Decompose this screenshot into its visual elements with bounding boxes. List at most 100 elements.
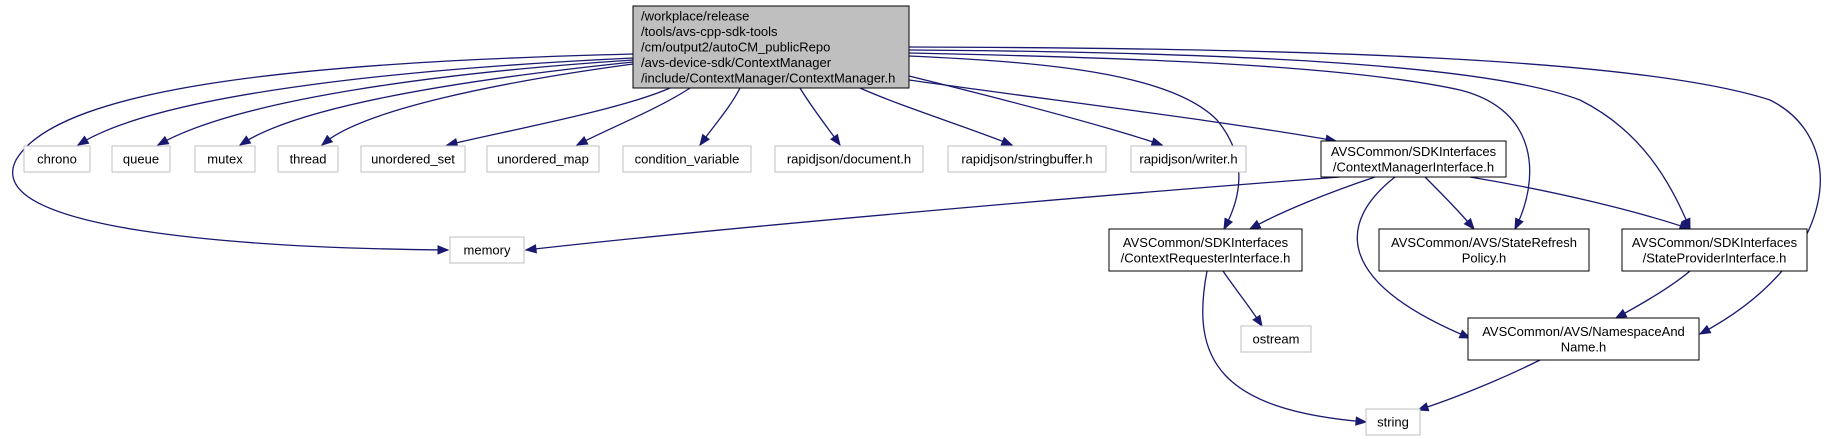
node-label: /tools/avs-cpp-sdk-tools [641,24,778,39]
node-label: string [1377,415,1409,430]
edge-arrowhead [1698,324,1712,335]
edge-context_requester_interface-string [1202,270,1368,426]
edge-line [859,87,1013,146]
node-unordered-map: unordered_map [486,145,600,173]
node-chrono: chrono [23,145,91,173]
edge-root-unordered_map [575,87,691,146]
node-box [1378,228,1590,272]
edge-line [1615,270,1691,319]
node-label: /ContextRequesterInterface.h [1121,250,1291,265]
node-box [486,145,600,173]
edge-line [908,52,1531,230]
edge-arrowhead [575,136,589,146]
node-box [947,145,1107,173]
edge-arrowhead [1223,217,1234,231]
edge-arrowhead [1150,137,1164,147]
node-unordered-set: unordered_set [360,145,466,173]
node-box [1467,317,1700,361]
node-label: /include/ContextManager/ContextManager.h [641,71,895,86]
edge-line [1249,176,1376,230]
edge-arrowhead [1514,217,1524,231]
edge-root-context_manager_interface [908,79,1338,144]
edge-root-rapidjson_stringbuffer [859,87,1014,146]
edge-arrowhead [1252,314,1263,328]
edge-context_manager_interface-memory [524,176,1341,254]
edge-line [908,75,1163,146]
node-rapidjson-stringbuffer: rapidjson/stringbuffer.h [947,145,1107,173]
edge-root-namespace_and_name [908,46,1821,335]
node-label: rapidjson/writer.h [1139,152,1237,167]
node-box [449,236,525,264]
node-box [1130,145,1247,173]
edge-state_provider_interface-namespace_and_name [1614,270,1691,319]
node-label: condition_variable [635,152,740,167]
node-ostream: ostream [1240,325,1312,353]
node-condition-variable: condition_variable [622,145,752,173]
node-label: /avs-device-sdk/ContextManager [641,55,832,70]
edge-line [908,55,1240,230]
edge-line [1417,359,1541,411]
edge-line [576,87,691,146]
edge-line [1424,176,1475,230]
node-box [774,145,924,173]
node-mutex: mutex [194,145,256,173]
node-label: Name.h [1561,339,1607,354]
node-box [1320,140,1507,178]
edge-arrowhead [156,135,170,146]
edge-arrowhead [1355,416,1368,426]
edge-line [908,46,1821,335]
node-label: AVSCommon/SDKInterfaces [1123,235,1289,250]
edge-arrowhead [1000,136,1014,146]
node-rapidjson-writer: rapidjson/writer.h [1130,145,1247,173]
node-box [111,145,171,173]
edge-arrowhead [699,133,711,147]
node-state-provider-interface[interactable]: AVSCommon/SDKInterfaces/StateProviderInt… [1621,228,1808,272]
edge-line [908,49,1691,230]
node-memory: memory [449,236,525,264]
node-label: AVSCommon/AVS/NamespaceAnd [1482,324,1685,339]
node-box [23,145,91,173]
edge-line [446,87,671,146]
node-root[interactable]: /workplace/release/tools/avs-cpp-sdk-too… [632,5,910,89]
node-label: rapidjson/document.h [787,152,911,167]
node-label: Policy.h [1462,250,1507,265]
edge-arrowhead [1458,329,1472,339]
node-rapidjson-document: rapidjson/document.h [774,145,924,173]
node-queue: queue [111,145,171,173]
node-box [360,145,466,173]
edge-root-condition_variable [699,87,741,147]
node-box [1621,228,1808,272]
edge-line [239,61,634,146]
node-label: thread [290,152,327,167]
edge-root-chrono [76,57,634,146]
node-box [194,145,256,173]
edge-line [1356,176,1471,339]
edge-arrowhead [437,245,450,255]
edge-root-context_requester_interface [908,55,1240,231]
node-label: /cm/output2/autoCM_publicRepo [641,40,830,55]
node-label: /StateProviderInterface.h [1643,250,1787,265]
node-label: mutex [207,152,243,167]
node-label: queue [123,152,159,167]
edge-line [1202,270,1367,423]
node-label: AVSCommon/SDKInterfaces [1331,144,1497,159]
edge-root-memory [12,53,634,255]
node-box [1108,228,1303,272]
node-thread: thread [277,145,339,173]
node-label: chrono [37,152,77,167]
node-box [1365,408,1421,436]
edge-arrowhead [1614,308,1628,319]
edge-arrowhead [1463,217,1475,231]
node-context-manager-interface[interactable]: AVSCommon/SDKInterfaces/ContextManagerIn… [1320,140,1507,178]
node-context-requester-interface[interactable]: AVSCommon/SDKInterfaces/ContextRequester… [1108,228,1303,272]
edge-arrowhead [445,137,459,148]
edge-arrowhead [830,133,841,147]
edge-namespace_and_name-string [1416,359,1541,412]
edge-arrowhead [76,135,90,146]
edge-root-rapidjson_writer [908,75,1164,147]
node-label: rapidjson/stringbuffer.h [961,152,1092,167]
edge-arrowhead [238,135,252,146]
edge-line [908,79,1337,142]
